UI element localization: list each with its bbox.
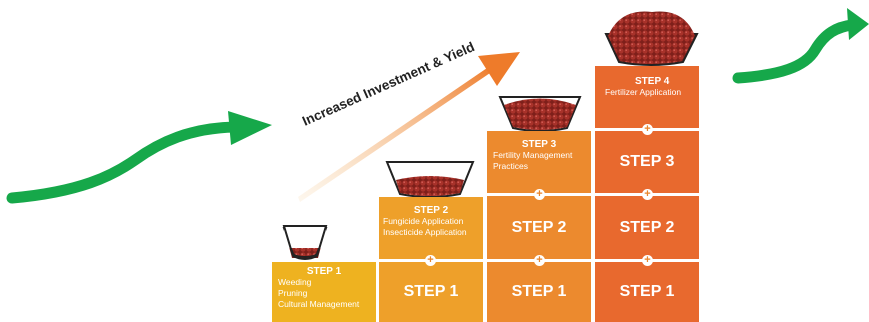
step4-stack-step3: STEP 3 (595, 131, 699, 193)
plus-icon: + (534, 189, 545, 200)
step4-stack-step2-label: STEP 2 (619, 218, 675, 236)
bowl-step4-icon (604, 11, 699, 66)
plus-icon: + (642, 189, 653, 200)
step4-title: STEP 4 (635, 76, 670, 87)
step2-detail-block: STEP 2 Fungicide Application Insecticide… (379, 197, 483, 259)
step4-stack-step3-label: STEP 3 (619, 153, 675, 170)
step2-stack-step1: STEP 1 (379, 262, 483, 322)
bowl-step3-icon (498, 96, 582, 132)
step1-line-1: Weeding (278, 277, 312, 287)
step3-line-1: Fertility Management (493, 150, 573, 160)
step3-stack-step2-label: STEP 2 (511, 218, 567, 236)
bowl-step1-icon (282, 225, 328, 260)
step1-line-3: Cultural Management (278, 299, 360, 309)
plus-icon: + (642, 124, 653, 135)
step4-stack-step2: STEP 2 (595, 196, 699, 259)
step1-title: STEP 1 (306, 266, 342, 277)
green-arrow-right-icon (732, 8, 869, 84)
bowl-step2-icon (385, 161, 475, 198)
step3-stack-step2: STEP 2 (487, 196, 591, 259)
step3-stack-step1: STEP 1 (487, 262, 591, 322)
plus-icon: + (425, 255, 436, 266)
step3-title: STEP 3 (521, 139, 557, 150)
step4-detail-block: STEP 4 Fertilizer Application (595, 66, 699, 128)
step3-line-2: Practices (493, 161, 528, 171)
step4-stack-step1: STEP 1 (595, 262, 699, 322)
step2-line-1: Fungicide Application (383, 216, 464, 226)
step2-stack-step1-label: STEP 1 (403, 283, 459, 300)
step4-stack-step1-label: STEP 1 (619, 283, 675, 300)
step3-stack-step1-label: STEP 1 (511, 283, 567, 300)
green-arrow-left-icon (6, 111, 272, 204)
step4-line-1: Fertilizer Application (605, 87, 682, 97)
step3-detail-block: STEP 3 Fertility Management Practices (487, 131, 591, 193)
step1-detail-block: STEP 1 Weeding Pruning Cultural Manageme… (272, 262, 376, 322)
step1-line-2: Pruning (278, 288, 308, 298)
plus-icon: + (642, 255, 653, 266)
investment-arrow-icon (298, 52, 520, 202)
step2-title: STEP 2 (413, 205, 449, 216)
plus-icon: + (534, 255, 545, 266)
step2-line-2: Insecticide Application (383, 227, 467, 237)
